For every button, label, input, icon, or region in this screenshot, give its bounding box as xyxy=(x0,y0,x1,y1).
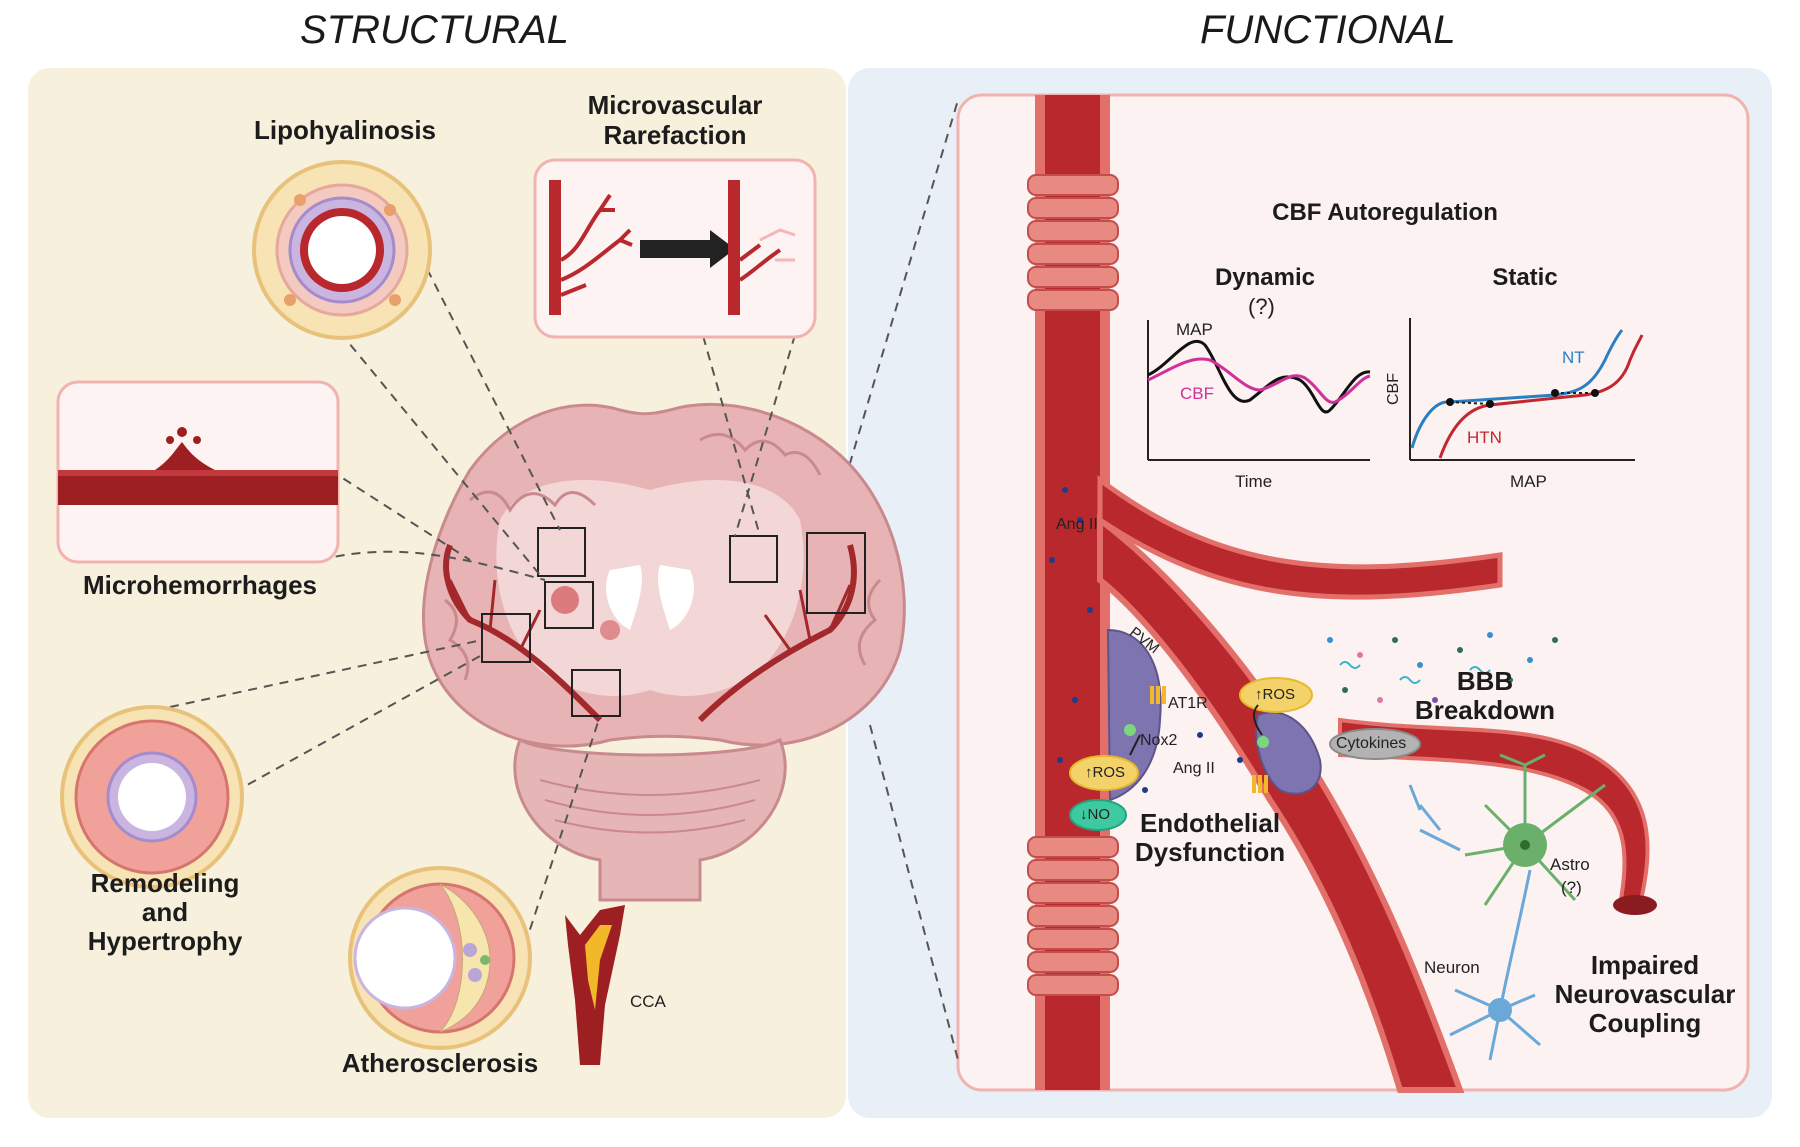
atherosclerosis-vessel xyxy=(348,866,532,1050)
neuron xyxy=(1408,784,1541,1061)
label-remodeling-3: Hypertrophy xyxy=(87,926,243,956)
label-static: Static xyxy=(1492,264,1558,291)
label-atherosclerosis: Atherosclerosis xyxy=(341,1048,539,1078)
label-cbf-autoregulation: CBF Autoregulation xyxy=(1272,199,1498,226)
ros-badge-left xyxy=(1069,755,1139,791)
dynamic-chart xyxy=(1147,320,1371,461)
cytokines-badge xyxy=(1329,728,1421,760)
label-ros-right: ↑ROS xyxy=(1255,686,1296,703)
label-ros-left: ↑ROS xyxy=(1085,764,1126,781)
astrocyte xyxy=(1464,753,1606,906)
functional-header: FUNCTIONAL xyxy=(1200,8,1456,52)
ros-badge-right xyxy=(1239,677,1313,713)
label-nox2: Nox2 xyxy=(1140,732,1178,749)
label-bbb-1: BBB xyxy=(1456,666,1514,696)
remodeling-vessel xyxy=(60,705,244,889)
microhemorrhage-panel xyxy=(56,380,340,564)
main-vessel xyxy=(1027,95,1657,1093)
macrophage-cell xyxy=(1255,711,1322,795)
label-cytokines: Cytokines xyxy=(1336,735,1407,752)
label-astro-question: (?) xyxy=(1561,878,1582,897)
htn-series-line xyxy=(1438,334,1644,459)
label-static-y-axis: CBF xyxy=(1385,373,1402,405)
nt-series-line xyxy=(1410,329,1624,449)
brain-roi-box xyxy=(544,581,594,629)
label-ang2-top: Ang II xyxy=(1056,516,1098,533)
label-remodeling-2: and xyxy=(141,897,189,927)
label-cbf-series: CBF xyxy=(1180,384,1214,403)
ros-arrow xyxy=(1252,704,1263,736)
label-endothelial-2: Dysfunction xyxy=(1134,837,1286,867)
label-remodeling-1: Remodeling xyxy=(90,868,240,898)
rarefaction-panel xyxy=(533,158,817,339)
label-ang2-mid: Ang II xyxy=(1173,760,1215,777)
brain-roi-box xyxy=(729,535,778,583)
ang2-molecules xyxy=(1049,487,1243,793)
brain xyxy=(422,402,906,902)
label-map-series: MAP xyxy=(1176,320,1213,339)
no-badge xyxy=(1069,799,1127,831)
label-no: ↓NO xyxy=(1080,806,1110,823)
brain-roi-box xyxy=(537,527,586,577)
label-astro: Astro xyxy=(1550,855,1590,874)
label-microhemorrhages: Microhemorrhages xyxy=(82,570,318,600)
label-cca: CCA xyxy=(630,992,666,1011)
label-dynamic-question: (?) xyxy=(1248,294,1275,319)
label-time-axis: Time xyxy=(1235,472,1273,491)
brain-roi-box xyxy=(806,532,866,614)
lipohyalinosis-vessel xyxy=(252,160,432,340)
cbf-series-line xyxy=(1147,357,1371,404)
label-nvc-2: Neurovascular xyxy=(1554,979,1736,1009)
at1r-receptor xyxy=(1150,686,1268,793)
label-rarefaction-2: Rarefaction xyxy=(603,120,747,150)
label-nvc-1: Impaired xyxy=(1590,950,1700,980)
label-bbb-2: Breakdown xyxy=(1414,695,1556,725)
static-chart xyxy=(1409,318,1644,461)
label-static-x-axis: MAP xyxy=(1510,472,1547,491)
label-rarefaction-1: Microvascular xyxy=(587,90,763,120)
label-neuron: Neuron xyxy=(1424,958,1480,977)
structural-header: STRUCTURAL xyxy=(300,8,569,52)
brain-roi-box xyxy=(481,613,531,663)
label-lipohyalinosis: Lipohyalinosis xyxy=(253,115,437,145)
label-nvc-3: Coupling xyxy=(1588,1008,1702,1038)
connector-line xyxy=(844,99,959,481)
label-at1r: AT1R xyxy=(1168,695,1208,712)
structural-connectors xyxy=(169,254,796,961)
cytokine-particles xyxy=(1327,632,1558,703)
label-nt: NT xyxy=(1562,348,1585,367)
cca-artery xyxy=(565,905,625,1065)
label-endothelial-1: Endothelial xyxy=(1139,808,1281,838)
brain-roi-box xyxy=(571,669,621,717)
label-dynamic: Dynamic xyxy=(1214,264,1316,291)
connector-line xyxy=(869,724,959,1061)
label-htn: HTN xyxy=(1467,428,1502,447)
nox2-arrow xyxy=(1129,734,1141,756)
